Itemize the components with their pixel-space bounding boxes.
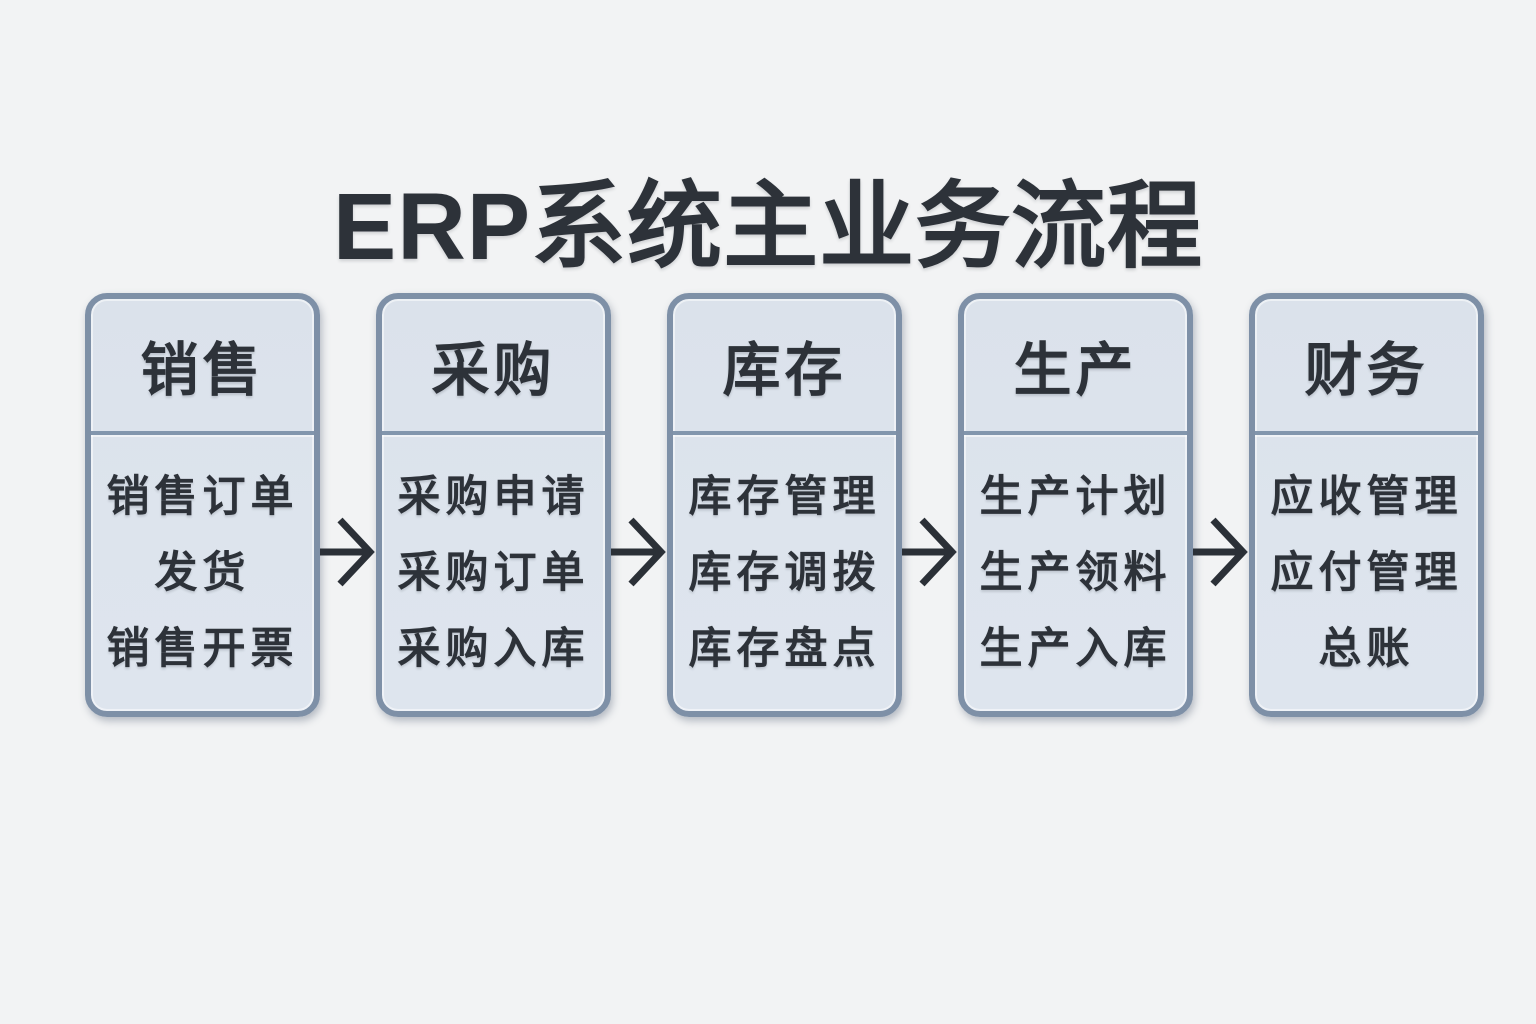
right-arrow-icon <box>611 517 666 587</box>
right-arrow-icon <box>1193 517 1248 587</box>
stage-item: 采购申请 <box>397 473 590 521</box>
stage-header-inventory: 库存 <box>673 299 896 435</box>
stage-item: 生产领料 <box>979 549 1172 597</box>
stage-box-production: 生产 生产计划 生产领料 生产入库 <box>958 293 1193 717</box>
stage-item: 生产入库 <box>979 625 1172 673</box>
stage-item: 库存管理 <box>688 473 881 521</box>
right-arrow-icon <box>320 517 375 587</box>
page-title: ERP系统主业务流程 <box>332 173 1204 280</box>
stage-header-production: 生产 <box>964 299 1187 435</box>
stage-box-procurement: 采购 采购申请 采购订单 采购入库 <box>376 293 611 717</box>
flow-arrow <box>611 293 667 717</box>
stage-item: 库存调拨 <box>688 549 881 597</box>
stage-item: 总账 <box>1318 625 1415 673</box>
flow-arrow <box>1193 293 1249 717</box>
stage-header-sales: 销售 <box>91 299 314 435</box>
stage-item: 库存盘点 <box>688 625 881 673</box>
stage-item: 销售开票 <box>106 625 299 673</box>
stage-body-finance: 应收管理 应付管理 总账 <box>1255 435 1478 711</box>
stage-box-finance: 财务 应收管理 应付管理 总账 <box>1249 293 1484 717</box>
flow-arrow <box>902 293 958 717</box>
stage-body-production: 生产计划 生产领料 生产入库 <box>964 435 1187 711</box>
right-arrow-icon <box>902 517 957 587</box>
stage-header-procurement: 采购 <box>382 299 605 435</box>
stage-item: 生产计划 <box>979 473 1172 521</box>
stage-box-inventory: 库存 库存管理 库存调拨 库存盘点 <box>667 293 902 717</box>
stage-item: 采购入库 <box>397 625 590 673</box>
stage-item: 销售订单 <box>106 473 299 521</box>
stage-item: 发货 <box>154 549 251 597</box>
stage-header-finance: 财务 <box>1255 299 1478 435</box>
stage-item: 应收管理 <box>1270 473 1463 521</box>
stage-body-inventory: 库存管理 库存调拨 库存盘点 <box>673 435 896 711</box>
flowchart: 销售 销售订单 发货 销售开票 采购 采购申请 采购订单 采购入库 库存 库存管… <box>85 293 1484 717</box>
stage-item: 应付管理 <box>1270 549 1463 597</box>
stage-body-procurement: 采购申请 采购订单 采购入库 <box>382 435 605 711</box>
stage-body-sales: 销售订单 发货 销售开票 <box>91 435 314 711</box>
stage-box-sales: 销售 销售订单 发货 销售开票 <box>85 293 320 717</box>
flow-arrow <box>320 293 376 717</box>
stage-item: 采购订单 <box>397 549 590 597</box>
